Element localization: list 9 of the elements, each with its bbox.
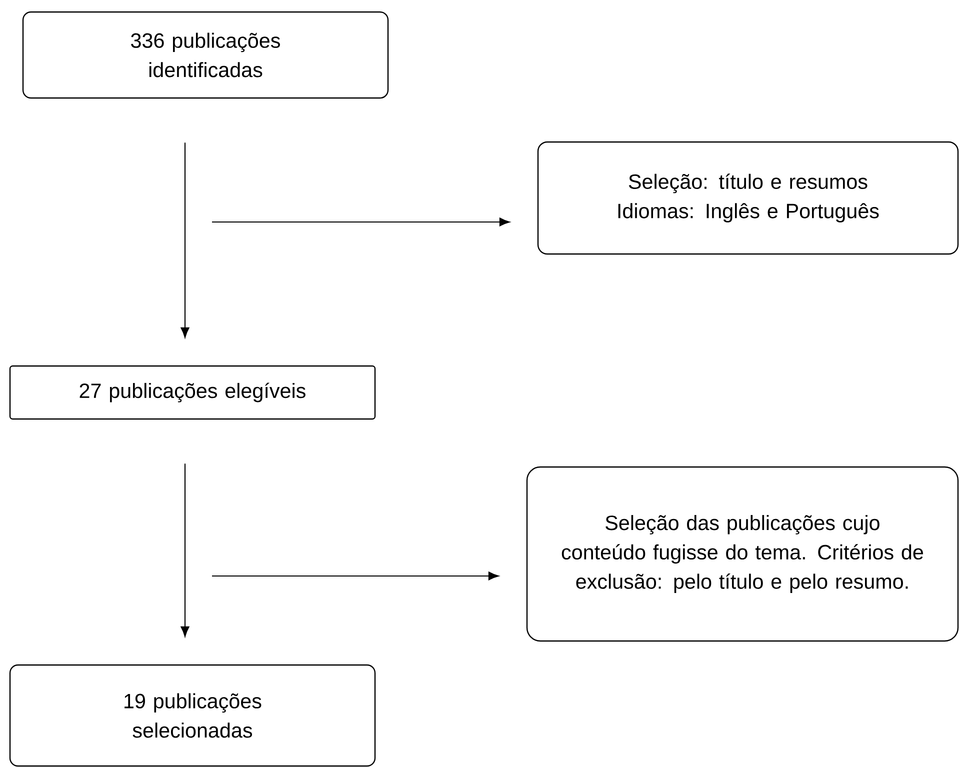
arrow (180, 464, 190, 637)
arrow (212, 572, 499, 580)
process-box: 336 publicações identificadas (22, 11, 389, 99)
process-box: 27 publicações elegíveis (9, 365, 376, 420)
arrow (180, 142, 190, 338)
process-box: 19 publicações selecionadas (9, 664, 376, 767)
process-box: Seleção: título e resumos Idiomas: Inglês e Português (537, 141, 959, 255)
arrow (212, 218, 510, 226)
process-box: Seleção das publicações cujo conteúdo fugisse do tema. Critérios de exclusão: pelo título e pelo resumo. (526, 466, 959, 642)
